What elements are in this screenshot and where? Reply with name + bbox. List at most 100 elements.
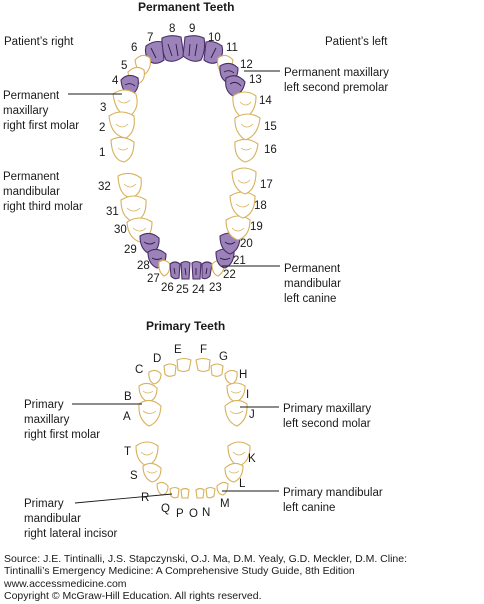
primary-tooth-letters: E F D G C H B I A J T K S L R M Q P O N bbox=[123, 344, 256, 520]
tooth-number-16: 16 bbox=[264, 144, 277, 156]
primary-teeth-title: Primary Teeth bbox=[146, 319, 225, 333]
tooth-31 bbox=[120, 195, 147, 223]
patient-right-label: Patient’s right bbox=[4, 36, 74, 48]
primary-tooth-N bbox=[205, 486, 216, 499]
primary-tooth-M bbox=[216, 481, 229, 496]
tooth-number-10: 10 bbox=[208, 32, 221, 44]
permanent-maxillary-arch bbox=[108, 35, 261, 163]
tooth-letter-F: F bbox=[200, 344, 207, 356]
tooth-26 bbox=[169, 261, 181, 280]
tooth-number-21: 21 bbox=[233, 255, 246, 267]
footer-copyright: Copyright © McGraw-Hill Education. All r… bbox=[4, 589, 262, 602]
primary-tooth-T bbox=[135, 441, 159, 467]
tooth-2 bbox=[108, 111, 135, 139]
tooth-number-22: 22 bbox=[223, 269, 236, 281]
label-prim-mand-right-lateral-incisor: Primary mandibular right lateral incisor bbox=[24, 498, 117, 540]
tooth-24 bbox=[191, 260, 202, 280]
tooth-number-15: 15 bbox=[264, 121, 277, 133]
tooth-number-30: 30 bbox=[114, 224, 127, 236]
tooth-number-29: 29 bbox=[124, 244, 137, 256]
primary-tooth-R bbox=[156, 481, 169, 496]
tooth-letter-T: T bbox=[124, 446, 131, 458]
tooth-letter-R: R bbox=[141, 492, 149, 504]
tooth-number-8: 8 bbox=[169, 23, 175, 35]
tooth-number-28: 28 bbox=[137, 260, 150, 272]
primary-callouts: Primary maxillary right first molar Prim… bbox=[24, 399, 386, 540]
label-perm-mand-left-canine: Permanent mandibular left canine bbox=[284, 263, 344, 305]
tooth-27 bbox=[158, 259, 171, 277]
tooth-letter-K: K bbox=[248, 453, 256, 465]
tooth-letter-O: O bbox=[189, 508, 198, 520]
primary-tooth-P bbox=[180, 487, 190, 499]
footer-book-line: Tintinalli’s Emergency Medicine: A Compr… bbox=[4, 565, 355, 578]
tooth-letter-D: D bbox=[153, 353, 161, 365]
tooth-number-5: 5 bbox=[121, 60, 127, 72]
tooth-18 bbox=[229, 191, 256, 219]
tooth-number-6: 6 bbox=[131, 42, 137, 54]
tooth-16 bbox=[234, 138, 259, 163]
primary-tooth-O bbox=[195, 487, 205, 499]
tooth-letter-G: G bbox=[219, 351, 228, 363]
label-prim-max-left-second-molar: Primary maxillary left second molar bbox=[283, 403, 374, 430]
tooth-letter-Q: Q bbox=[161, 503, 170, 515]
tooth-letter-A: A bbox=[123, 411, 131, 423]
permanent-teeth-title: Permanent Teeth bbox=[138, 0, 234, 14]
label-perm-mand-right-third-molar: Permanent mandibular right third molar bbox=[3, 171, 83, 213]
label-prim-max-right-first-molar: Primary maxillary right first molar bbox=[24, 399, 100, 441]
tooth-number-27: 27 bbox=[147, 273, 160, 285]
tooth-number-17: 17 bbox=[260, 179, 273, 191]
tooth-number-18: 18 bbox=[254, 200, 267, 212]
primary-tooth-I bbox=[226, 382, 246, 403]
tooth-letter-N: N bbox=[202, 507, 210, 519]
footer-source-line: Source: J.E. Tintinalli, J.S. Stapczynsk… bbox=[4, 553, 408, 565]
footer-website-link[interactable]: www.accessmedicine.com bbox=[4, 577, 127, 590]
tooth-number-13: 13 bbox=[249, 74, 262, 86]
tooth-number-14: 14 bbox=[259, 95, 272, 107]
primary-tooth-G bbox=[210, 363, 224, 377]
tooth-number-11: 11 bbox=[226, 42, 238, 54]
tooth-number-9: 9 bbox=[189, 23, 195, 35]
tooth-letter-L: L bbox=[239, 478, 246, 490]
tooth-number-2: 2 bbox=[99, 122, 105, 134]
tooth-number-1: 1 bbox=[99, 147, 105, 159]
primary-maxillary-arch bbox=[138, 357, 248, 427]
tooth-number-12: 12 bbox=[240, 59, 253, 71]
primary-tooth-Q bbox=[169, 486, 180, 499]
primary-tooth-H bbox=[224, 369, 238, 385]
tooth-number-3: 3 bbox=[100, 102, 106, 114]
primary-tooth-K bbox=[227, 441, 251, 467]
primary-tooth-D bbox=[163, 363, 177, 377]
tooth-number-31: 31 bbox=[106, 206, 119, 218]
tooth-number-7: 7 bbox=[147, 32, 153, 44]
permanent-mandibular-arch bbox=[117, 167, 257, 280]
tooth-number-4: 4 bbox=[112, 75, 119, 87]
tooth-17 bbox=[231, 167, 257, 195]
primary-mandibular-arch bbox=[135, 441, 251, 499]
primary-tooth-E bbox=[176, 357, 192, 373]
patient-left-label: Patient’s left bbox=[325, 36, 388, 48]
tooth-letter-E: E bbox=[174, 344, 182, 356]
permanent-callouts: Permanent maxillary right first molar Pe… bbox=[3, 67, 392, 305]
tooth-number-26: 26 bbox=[161, 282, 174, 294]
tooth-letter-H: H bbox=[239, 369, 247, 381]
tooth-letter-S: S bbox=[130, 470, 138, 482]
tooth-8 bbox=[161, 35, 185, 62]
tooth-letter-M: M bbox=[220, 498, 230, 510]
label-prim-mand-left-canine: Primary mandibular left canine bbox=[283, 487, 386, 514]
source-footer: Source: J.E. Tintinalli, J.S. Stapczynsk… bbox=[4, 553, 407, 602]
tooth-letter-I: I bbox=[246, 389, 249, 401]
tooth-letter-C: C bbox=[135, 364, 143, 376]
tooth-letter-B: B bbox=[124, 391, 132, 403]
tooth-13 bbox=[225, 75, 246, 97]
tooth-number-25: 25 bbox=[176, 284, 189, 296]
primary-tooth-F bbox=[195, 357, 211, 373]
tooth-9 bbox=[182, 35, 206, 62]
permanent-tooth-numbers: 7 8 9 10 6 11 5 12 4 13 3 14 2 15 1 16 1… bbox=[98, 23, 277, 296]
label-perm-max-left-second-premolar: Permanent maxillary left second premolar bbox=[284, 67, 392, 94]
tooth-number-20: 20 bbox=[240, 238, 253, 250]
tooth-number-19: 19 bbox=[250, 221, 263, 233]
tooth-number-24: 24 bbox=[192, 284, 205, 296]
tooth-32 bbox=[117, 172, 142, 199]
primary-tooth-C bbox=[148, 369, 162, 385]
